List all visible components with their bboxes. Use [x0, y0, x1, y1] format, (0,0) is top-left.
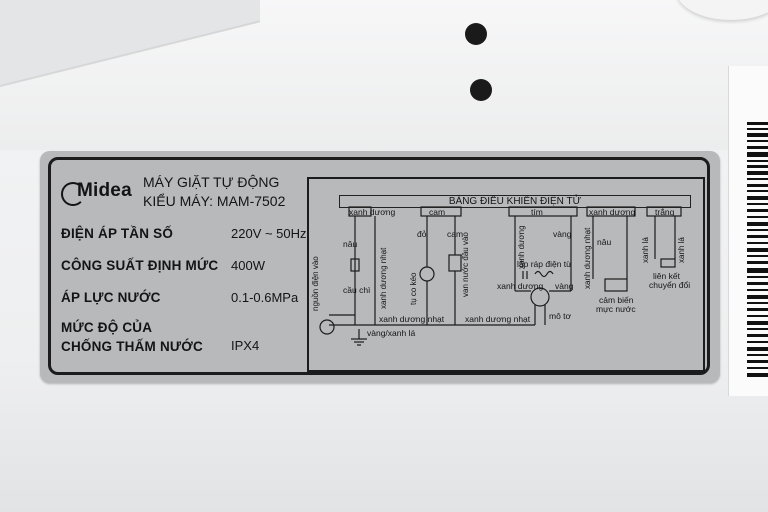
wire-do: đỏ — [417, 229, 427, 239]
spec-voltage-value: 220V ~ 50Hz — [231, 226, 307, 241]
wire-nau-1: nâu — [343, 239, 358, 249]
terminal-label-1: xanh dương — [349, 207, 396, 217]
screw-hole-bottom — [470, 79, 492, 101]
capacitor-label: tụ co kéo — [409, 272, 418, 305]
level-sensor-label-1: cảm biến — [599, 295, 634, 305]
control-board-title: BẢNG ĐIỀU KHIỂN ĐIỆN TỬ — [339, 195, 691, 208]
spec-voltage-label: ĐIỆN ÁP TẦN SỐ — [61, 226, 174, 241]
model-number: KIỂU MÁY: MAM-7502 — [143, 193, 286, 209]
wire-xanh-duong-h: xanh dương — [497, 281, 544, 291]
terminal-label-5: trắng — [655, 207, 675, 217]
barcode-sticker — [728, 66, 768, 396]
wire-nau-2: nâu — [597, 237, 612, 247]
spec-pressure-value: 0.1-0.6MPa — [231, 290, 299, 305]
brand-logo-icon — [61, 182, 85, 206]
level-sensor-label-2: mực nước — [596, 304, 636, 314]
wire-xanh-la: xanh lá — [641, 237, 650, 263]
wiring-diagram: BẢNG ĐIỀU KHIỂN ĐIỆN TỬ xanh dương cam t… — [307, 177, 705, 372]
spec-waterproof-label-1: MỨC ĐỘ CỦA — [61, 320, 153, 335]
spec-pressure-label: ÁP LỰC NƯỚC — [61, 290, 161, 305]
terminal-label-4: xanh dương — [589, 207, 636, 217]
fuse-label: cầu chì — [343, 285, 371, 295]
wire-xanh-duong-nhat-2: xanh dương nhạt — [583, 227, 592, 289]
power-input-label: nguồn điện vào — [311, 256, 320, 311]
wire-vang-h: vàng — [555, 281, 574, 291]
wire-vang-xanh-la: vàng/xanh lá — [367, 328, 416, 338]
terminal-label-2: cam — [429, 207, 446, 217]
solenoid-label: lắp ráp điện từ — [517, 259, 572, 269]
wire-bottom-xdn-1: xanh dương nhạt — [379, 314, 445, 324]
spec-power-label: CÔNG SUẤT ĐỊNH MỨC — [61, 258, 219, 273]
screw-hole-top — [465, 23, 487, 45]
motor-label: mô tơ — [549, 311, 572, 321]
label-border: Midea MÁY GIẶT TỰ ĐỘNG KIỂU MÁY: MAM-750… — [48, 157, 710, 375]
product-type: MÁY GIẶT TỰ ĐỘNG — [143, 174, 280, 190]
terminal-label-3: tím — [531, 207, 543, 217]
wire-cam: cam — [447, 229, 464, 239]
spec-waterproof-label-2: CHỐNG THẤM NƯỚC — [61, 339, 203, 354]
brand-logo: Midea — [77, 180, 132, 201]
wire-xanh-duong-nhat-1: xanh dương nhạt — [379, 247, 388, 309]
wire-xanh-la-2: xanh lá — [677, 237, 686, 263]
wire-bottom-xdn-2: xanh dương nhạt — [465, 314, 531, 324]
switch-link-label-1: liên kết — [653, 271, 680, 281]
wiring-lines — [319, 206, 682, 346]
switch-link-label-2: chuyển đổi — [649, 280, 691, 290]
water-valve-label: van nước đầu vào — [461, 232, 470, 297]
rating-label: Midea MÁY GIẶT TỰ ĐỘNG KIỂU MÁY: MAM-750… — [40, 151, 720, 383]
wire-vang: vàng — [553, 229, 572, 239]
spec-waterproof-value: IPX4 — [231, 338, 260, 353]
spec-power-value: 400W — [231, 258, 265, 273]
